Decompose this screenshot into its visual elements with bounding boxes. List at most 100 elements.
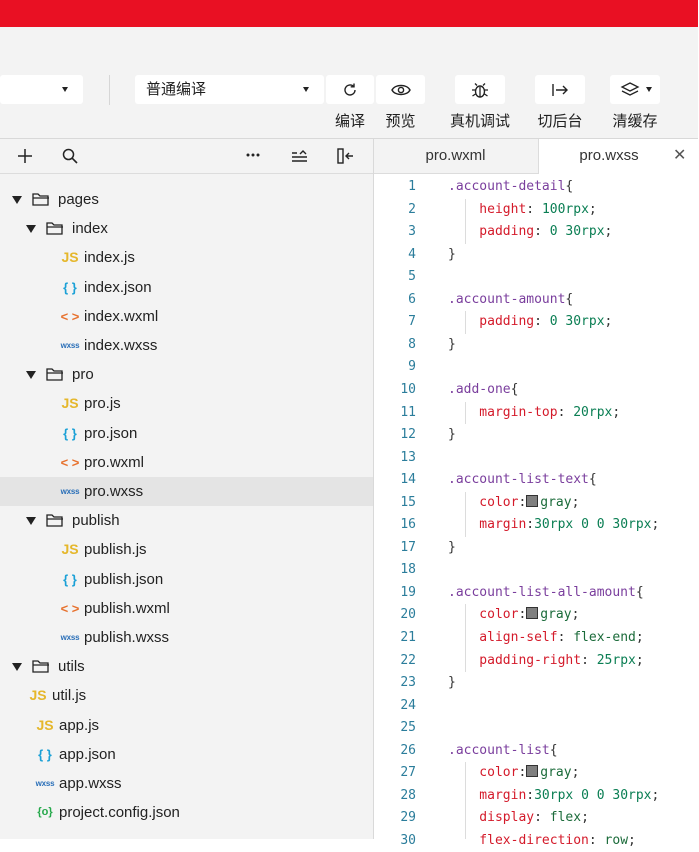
tree-folder[interactable]: utils (0, 652, 373, 681)
code-line: color:gray; (448, 762, 579, 785)
tree-item-label: utils (58, 658, 85, 676)
line-number: 23 (400, 675, 416, 691)
line-number: 16 (400, 517, 416, 533)
code-token: ; (651, 517, 660, 533)
switch-background-button[interactable] (535, 75, 585, 104)
tree-file[interactable]: < >publish.wxml (0, 594, 373, 623)
tree-folder[interactable]: pages (0, 185, 373, 214)
code-token: : (534, 810, 550, 826)
tab-pro-wxss[interactable]: pro.wxss ✕ (538, 139, 699, 174)
tree-folder[interactable]: publish (0, 506, 373, 535)
color-swatch (526, 494, 539, 507)
code-token: .account-list-all-amount (448, 584, 636, 600)
indent-guide (465, 491, 466, 537)
split-icon[interactable] (337, 147, 355, 165)
tree-file[interactable]: { }index.json (0, 273, 373, 302)
search-icon[interactable] (62, 148, 78, 164)
toolbar-divider (109, 75, 110, 105)
code-token: 25rpx (596, 652, 636, 668)
code-token: ; (571, 494, 580, 510)
tree-item-label: util.js (52, 687, 87, 705)
code-token: .account-amount (448, 291, 566, 307)
code-token: { (565, 291, 574, 307)
tree-folder[interactable]: index (0, 214, 373, 243)
tree-item-label: pro.json (84, 424, 138, 442)
compile-button[interactable] (326, 75, 374, 104)
tree-file[interactable]: { }app.json (0, 740, 373, 769)
json-file-icon: { } (63, 425, 77, 441)
tree-file[interactable]: { }publish.json (0, 565, 373, 594)
line-number: 4 (408, 246, 416, 262)
compile-mode-select[interactable]: 普通编译 (135, 75, 324, 104)
wxml-file-icon: < > (60, 600, 80, 616)
code-token: align-self (448, 630, 558, 645)
folder-open-icon (32, 193, 49, 206)
tree-folder[interactable]: pro (0, 360, 373, 389)
code-line: color:gray; (448, 604, 579, 627)
code-token: : (534, 314, 550, 330)
more-icon[interactable] (246, 153, 260, 157)
tree-file[interactable]: {o}project.config.json (0, 798, 373, 827)
chevron-down-icon[interactable] (26, 225, 36, 234)
js-file-icon: JS (29, 687, 47, 704)
tree-file[interactable]: < >pro.wxml (0, 448, 373, 477)
code-line: .account-list{ (448, 740, 558, 763)
color-swatch (526, 765, 539, 778)
tree-file[interactable]: JS util.js (0, 681, 373, 710)
code-editor[interactable]: 1.account-detail{2 height: 100rpx;3 padd… (374, 174, 698, 848)
code-token: color (448, 494, 519, 510)
code-line: align-self: flex-end; (448, 627, 643, 650)
code-token: height (448, 201, 527, 217)
line-number: 9 (408, 359, 416, 375)
tree-item-label: index.json (84, 278, 152, 296)
tab-label: pro.wxss (579, 147, 639, 164)
code-line: padding: 0 30rpx; (448, 311, 612, 334)
clear-cache-button[interactable] (610, 75, 660, 104)
tree-item-label: pro (72, 366, 94, 384)
code-token: : (581, 652, 597, 668)
code-token: { (635, 584, 644, 600)
code-token: flex-end (573, 630, 636, 645)
line-number: 20 (400, 607, 416, 623)
line-number: 24 (400, 697, 416, 713)
code-line: height: 100rpx; (448, 199, 596, 222)
chevron-down-icon[interactable] (12, 196, 22, 204)
add-icon[interactable] (17, 148, 33, 164)
chevron-down-icon[interactable] (26, 517, 36, 526)
indent-guide (465, 198, 466, 244)
device-debug-button[interactable] (455, 75, 505, 104)
code-token: .account-list (448, 742, 550, 758)
code-line: color:gray; (448, 492, 579, 515)
tree-file[interactable]: { } pro.json (0, 419, 373, 448)
chevron-down-icon (646, 87, 652, 92)
tree-file[interactable]: < >index.wxml (0, 302, 373, 331)
close-icon[interactable]: ✕ (673, 147, 687, 164)
preview-button[interactable] (376, 75, 425, 104)
code-token: : (518, 607, 527, 623)
code-token: ; (612, 404, 621, 420)
tree-item-label: index (72, 220, 108, 238)
code-token: { (588, 472, 597, 488)
collapse-icon[interactable] (291, 148, 308, 164)
chevron-down-icon[interactable] (26, 371, 36, 380)
line-number: 1 (408, 179, 416, 194)
refresh-icon (344, 83, 356, 96)
line-number: 25 (400, 720, 416, 736)
line-number: 13 (400, 449, 416, 465)
wxss-file-icon: wxss (60, 633, 80, 642)
chevron-down-icon[interactable] (12, 663, 22, 672)
line-number: 18 (400, 562, 416, 578)
code-line: margin:30rpx 0 0 30rpx; (448, 514, 659, 537)
tree-item-label: pro.wxss (84, 483, 144, 500)
tab-pro-wxml[interactable]: pro.wxml (374, 139, 537, 173)
code-token: : (518, 494, 527, 510)
mode-select[interactable] (0, 75, 83, 104)
